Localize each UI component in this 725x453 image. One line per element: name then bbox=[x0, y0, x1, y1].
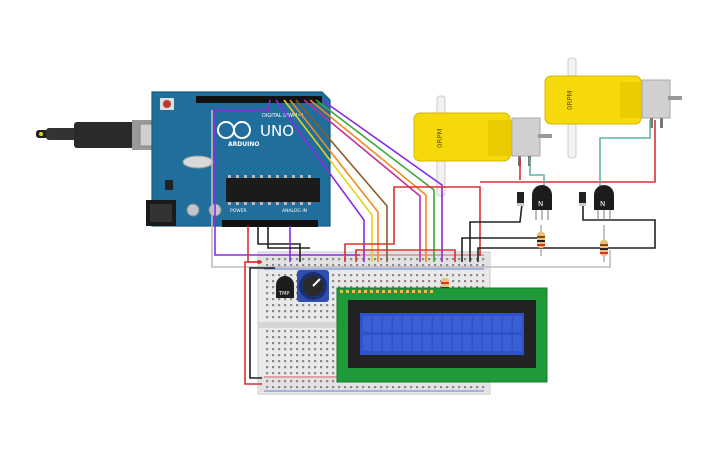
tmp-label: TMP bbox=[278, 291, 289, 297]
arduino-board[interactable]: ARDUINO UNO DIGITAL (PWM~) POWER ANALOG … bbox=[146, 91, 331, 227]
wire-red-lcd bbox=[355, 249, 456, 262]
digital-pwm-label: DIGITAL (PWM~) bbox=[262, 113, 304, 119]
lcd-display[interactable] bbox=[336, 287, 548, 383]
motor-right[interactable]: 0RPM bbox=[544, 57, 682, 159]
reset-button-icon[interactable] bbox=[163, 100, 171, 108]
temperature-sensor[interactable]: TMP bbox=[276, 276, 294, 298]
wire-grey-1 bbox=[211, 110, 611, 268]
power-analog-header bbox=[222, 220, 318, 227]
wire-green-1 bbox=[315, 99, 435, 262]
wire-orange-2 bbox=[289, 99, 379, 262]
wire-orange-1 bbox=[309, 99, 427, 262]
usb-cable bbox=[36, 120, 167, 150]
wire-black-left-rail bbox=[249, 267, 275, 379]
wire-red-motor bbox=[344, 186, 481, 262]
wire-purple-3 bbox=[214, 99, 360, 256]
wire-teal-left bbox=[529, 158, 545, 192]
diode-2[interactable] bbox=[579, 192, 586, 206]
motor-left[interactable]: 0RPM bbox=[413, 95, 552, 197]
wire-purple-1 bbox=[321, 99, 443, 262]
atmega-chip bbox=[226, 178, 320, 202]
power-label: POWER bbox=[230, 208, 247, 214]
transistor-1[interactable]: N bbox=[532, 185, 552, 220]
transistor-2[interactable]: N bbox=[594, 185, 614, 220]
transistor-1-label: N bbox=[538, 200, 543, 208]
resistor-1[interactable] bbox=[537, 225, 545, 256]
diode-1[interactable] bbox=[517, 192, 524, 206]
arduino-brand-label: ARDUINO bbox=[228, 141, 259, 148]
wire-red-left-rail bbox=[244, 261, 262, 385]
arduino-model-label: UNO bbox=[260, 122, 294, 140]
wire-black-gnd2 bbox=[267, 226, 310, 249]
wire-teal-right bbox=[599, 120, 651, 190]
wire-magenta-1 bbox=[303, 99, 421, 262]
wire-purple-2 bbox=[275, 99, 365, 262]
transistor-2-label: N bbox=[600, 200, 605, 208]
wires bbox=[211, 99, 656, 385]
potentiometer[interactable] bbox=[297, 270, 329, 302]
wire-yellow-1 bbox=[283, 99, 373, 262]
resistor-2[interactable] bbox=[600, 225, 608, 262]
wire-black-t2 bbox=[477, 204, 656, 262]
wire-red-motor-right bbox=[480, 120, 656, 183]
wire-black-t1 bbox=[469, 203, 523, 262]
motor-right-rpm: 0RPM bbox=[566, 90, 574, 110]
motor-left-rpm: 0RPM bbox=[436, 128, 444, 148]
wire-black-t3 bbox=[461, 237, 540, 262]
digital-header bbox=[196, 96, 322, 103]
wire-black-gnd bbox=[257, 226, 301, 262]
analog-in-label: ANALOG IN bbox=[282, 208, 307, 214]
